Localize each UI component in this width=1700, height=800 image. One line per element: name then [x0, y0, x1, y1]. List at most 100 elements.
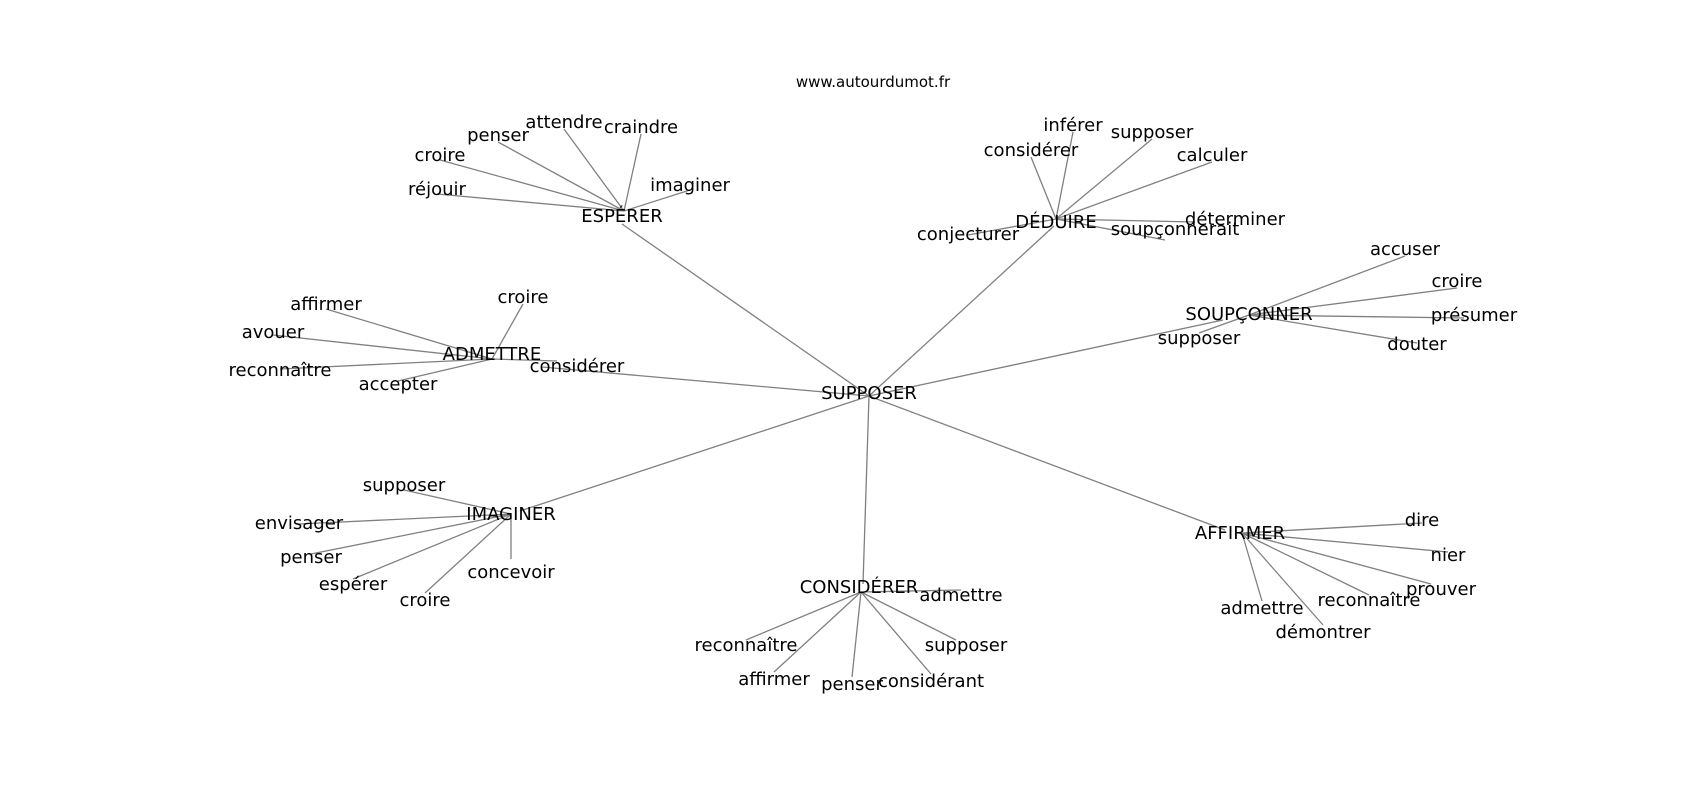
edge-imaginer-to-envisager: [298, 513, 512, 525]
edge-deduire-to-calculer: [1055, 161, 1213, 220]
edge-considerer-to-reconnaitre: [745, 591, 862, 641]
edge-admettre-to-accepter: [397, 358, 493, 382]
edge-center-to-considerer: [862, 395, 870, 585]
node-leaf-penser[interactable]: penser: [280, 547, 342, 568]
node-leaf-esperer[interactable]: espérer: [319, 574, 388, 595]
edge-considerer-to-considerant: [860, 591, 932, 675]
edge-affirmer-to-prouver: [1241, 532, 1432, 585]
node-leaf-envisager[interactable]: envisager: [255, 513, 344, 534]
graph-edges: [272, 128, 1465, 678]
edge-deduire-to-soupconnerait: [1055, 218, 1166, 241]
node-leaf-demontrer[interactable]: démontrer: [1276, 622, 1372, 643]
node-center-supposer[interactable]: SUPPOSER: [821, 383, 917, 404]
edge-deduire-to-conjecturer: [967, 218, 1057, 236]
graph-nodes: SUPPOSERESPÉRERréjouircroirepenserattend…: [229, 112, 1518, 695]
node-hub-soupconner[interactable]: SOUPÇONNER: [1185, 304, 1312, 325]
edge-soupconner-to-accuser: [1248, 255, 1406, 316]
edge-imaginer-to-penser: [310, 513, 512, 555]
edge-deduire-to-inferer: [1055, 131, 1074, 220]
edge-soupconner-to-douter: [1248, 314, 1418, 344]
node-leaf-supposer[interactable]: supposer: [925, 635, 1008, 656]
edge-soupconner-to-croire: [1248, 287, 1458, 316]
node-leaf-considerer[interactable]: considérer: [530, 356, 625, 377]
edge-esperer-to-croire: [439, 159, 625, 212]
edge-esperer-to-attendre: [563, 128, 625, 212]
node-leaf-imaginer[interactable]: imaginer: [650, 175, 730, 196]
node-leaf-craindre[interactable]: craindre: [604, 117, 678, 138]
edge-admettre-to-considerer: [491, 358, 558, 362]
node-hub-esperer[interactable]: ESPÉRER: [581, 205, 662, 227]
node-leaf-calculer[interactable]: calculer: [1177, 145, 1248, 166]
node-leaf-affirmer[interactable]: affirmer: [738, 669, 810, 690]
node-leaf-supposer[interactable]: supposer: [1158, 328, 1241, 349]
node-leaf-presumer[interactable]: présumer: [1431, 305, 1518, 326]
node-leaf-croire[interactable]: croire: [1432, 271, 1483, 292]
edge-considerer-to-affirmer: [773, 591, 862, 673]
node-leaf-supposer[interactable]: supposer: [363, 475, 446, 496]
edge-admettre-to-affirmer: [325, 308, 493, 360]
edge-esperer-to-rejouir: [436, 193, 625, 212]
edge-soupconner-to-supposer: [1198, 314, 1250, 334]
node-leaf-soupconnerait[interactable]: soupçonnerait: [1111, 219, 1240, 240]
node-leaf-accepter[interactable]: accepter: [359, 374, 438, 395]
edge-center-to-imaginer: [519, 395, 870, 512]
node-leaf-reconnaitre[interactable]: reconnaître: [229, 360, 332, 381]
edge-affirmer-to-admettre: [1241, 532, 1263, 602]
node-leaf-admettre[interactable]: admettre: [1220, 598, 1303, 619]
node-hub-deduire[interactable]: DÉDUIRE: [1015, 211, 1096, 233]
edge-esperer-to-craindre: [623, 133, 642, 212]
edge-considerer-to-penser: [851, 591, 862, 678]
node-leaf-accuser[interactable]: accuser: [1370, 239, 1441, 260]
node-leaf-croire[interactable]: croire: [400, 590, 451, 611]
edge-deduire-to-supposer: [1055, 138, 1153, 220]
edge-center-to-deduire: [868, 225, 1055, 397]
node-hub-considerer[interactable]: CONSIDÉRER: [800, 576, 919, 598]
edge-deduire-to-determiner: [1055, 218, 1196, 223]
edge-imaginer-to-supposer: [403, 489, 512, 515]
node-leaf-rejouir[interactable]: réjouir: [408, 179, 467, 200]
node-leaf-nier[interactable]: nier: [1431, 545, 1466, 566]
edge-center-to-affirmer: [868, 395, 1226, 531]
node-leaf-reconnaitre[interactable]: reconnaître: [695, 635, 798, 656]
node-leaf-affirmer[interactable]: affirmer: [290, 294, 362, 315]
node-leaf-attendre[interactable]: attendre: [525, 112, 602, 133]
source-label: www.autourdumot.fr: [796, 73, 951, 91]
node-leaf-supposer[interactable]: supposer: [1111, 122, 1194, 143]
node-leaf-avouer[interactable]: avouer: [242, 322, 305, 343]
node-leaf-dire[interactable]: dire: [1405, 510, 1440, 531]
node-leaf-croire[interactable]: croire: [498, 287, 549, 308]
node-leaf-reconnaitre[interactable]: reconnaître: [1318, 590, 1421, 611]
node-leaf-considerant[interactable]: considérant: [878, 671, 984, 692]
edge-admettre-to-avouer: [272, 334, 493, 360]
node-leaf-croire[interactable]: croire: [415, 145, 466, 166]
node-leaf-considerer[interactable]: considérer: [984, 140, 1079, 161]
node-leaf-concevoir[interactable]: concevoir: [467, 562, 555, 583]
edge-admettre-to-croire: [491, 303, 524, 360]
edge-center-to-esperer: [621, 223, 870, 397]
node-leaf-douter[interactable]: douter: [1387, 334, 1447, 355]
edge-center-to-soupconner: [868, 319, 1224, 397]
edge-imaginer-to-esperer: [352, 513, 512, 580]
edge-considerer-to-supposer: [860, 591, 957, 641]
node-leaf-penser[interactable]: penser: [467, 125, 529, 146]
node-leaf-inferer[interactable]: inférer: [1043, 115, 1103, 136]
node-hub-affirmer[interactable]: AFFIRMER: [1195, 523, 1285, 544]
edge-affirmer-to-demontrer: [1241, 532, 1324, 626]
node-leaf-prouver[interactable]: prouver: [1406, 579, 1477, 600]
node-leaf-conjecturer[interactable]: conjecturer: [917, 224, 1020, 245]
node-hub-imaginer[interactable]: IMAGINER: [466, 504, 555, 525]
node-leaf-admettre[interactable]: admettre: [919, 585, 1002, 606]
node-hub-admettre[interactable]: ADMETTRE: [443, 344, 542, 365]
edge-admettre-to-reconnaitre: [279, 358, 493, 370]
node-leaf-determiner[interactable]: déterminer: [1185, 209, 1286, 230]
edge-affirmer-to-reconnaitre: [1241, 532, 1370, 596]
edge-affirmer-to-dire: [1241, 522, 1423, 534]
edge-considerer-to-admettre: [860, 589, 962, 593]
edge-imaginer-to-croire: [424, 513, 512, 594]
node-leaf-penser[interactable]: penser: [821, 674, 883, 695]
edge-esperer-to-imaginer: [623, 189, 691, 212]
edge-soupconner-to-presumer: [1248, 314, 1465, 319]
edge-center-to-admettre: [541, 366, 870, 397]
edge-deduire-to-considerer: [1030, 156, 1057, 220]
